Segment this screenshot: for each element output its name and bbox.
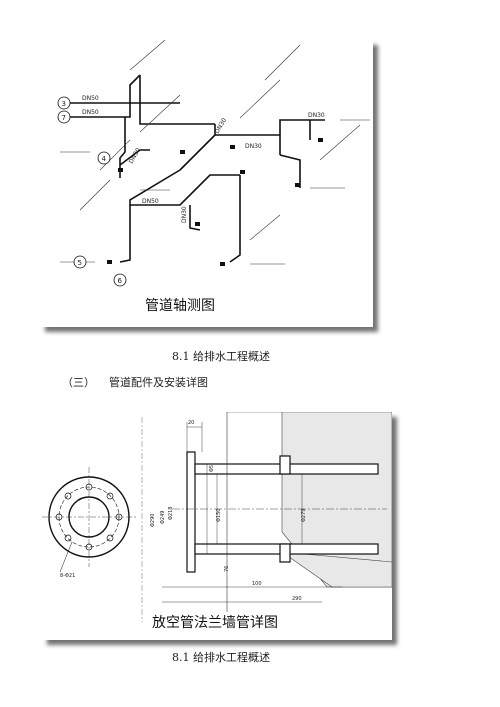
leader-lines bbox=[60, 40, 370, 265]
dimension-label: 20 bbox=[188, 420, 194, 426]
flange-pipe-figure: 20 Φ5 Φ150 Φ290 Φ249 Φ218 Φ279 8-Φ21 76 … bbox=[42, 412, 392, 640]
pipe-axonometric-drawing: DN50 DN50 DN30 DN30 DN30 DN30 DN50 DN30 … bbox=[57, 40, 370, 314]
callout-number: 6 bbox=[118, 277, 123, 285]
pipe-label: DN50 bbox=[142, 198, 159, 205]
dimension-label: 290 bbox=[292, 596, 302, 602]
dimension-label: 100 bbox=[252, 581, 262, 587]
dimension-label: Φ279 bbox=[301, 509, 307, 522]
pipe-axonometric-figure: DN50 DN50 DN30 DN30 DN30 DN30 DN50 DN30 … bbox=[40, 40, 373, 327]
section-heading: （三） 管道配件及安装详图 bbox=[62, 374, 208, 390]
dimension-label: Φ150 bbox=[216, 509, 222, 522]
dimension-label: Φ218 bbox=[168, 507, 174, 520]
dimension-label: Φ249 bbox=[160, 511, 166, 524]
callout-number: 4 bbox=[102, 155, 107, 163]
pipe-label: DN30 bbox=[214, 117, 229, 135]
section-title: 管道配件及安装详图 bbox=[109, 376, 208, 389]
pipe-label: DN50 bbox=[82, 95, 99, 102]
callout-circles bbox=[57, 96, 127, 287]
pipe-label: DN30 bbox=[308, 112, 325, 119]
dimension-label: 8-Φ21 bbox=[60, 573, 75, 579]
dimension-label: Φ5 bbox=[209, 465, 215, 472]
valve-symbols bbox=[107, 138, 323, 266]
pipe-lines bbox=[70, 74, 325, 263]
figure-caption: 8.1 给排水工程概述 bbox=[172, 350, 270, 363]
pipe-section-view bbox=[141, 412, 387, 622]
callout-number: 3 bbox=[62, 100, 66, 108]
flange-front-view bbox=[42, 467, 137, 573]
dimension-label: 76 bbox=[224, 566, 230, 572]
wall-hatch bbox=[227, 412, 392, 588]
pipe-label: DN30 bbox=[128, 147, 143, 165]
pipe-label: DN30 bbox=[245, 143, 262, 150]
figure-title: 管道轴测图 bbox=[145, 298, 215, 314]
callout-number: 5 bbox=[78, 259, 82, 267]
flange-pipe-drawing: 20 Φ5 Φ150 Φ290 Φ249 Φ218 Φ279 8-Φ21 76 … bbox=[42, 412, 392, 631]
callout-number: 7 bbox=[62, 114, 66, 122]
section-number: （三） bbox=[62, 376, 95, 389]
dimension-label: Φ290 bbox=[150, 514, 156, 527]
pipe-label: DN50 bbox=[82, 109, 99, 116]
figure-title: 放空管法兰墙管详图 bbox=[152, 615, 278, 631]
pipe-label: DN30 bbox=[181, 206, 188, 223]
figure-caption: 8.1 给排水工程概述 bbox=[172, 651, 270, 664]
